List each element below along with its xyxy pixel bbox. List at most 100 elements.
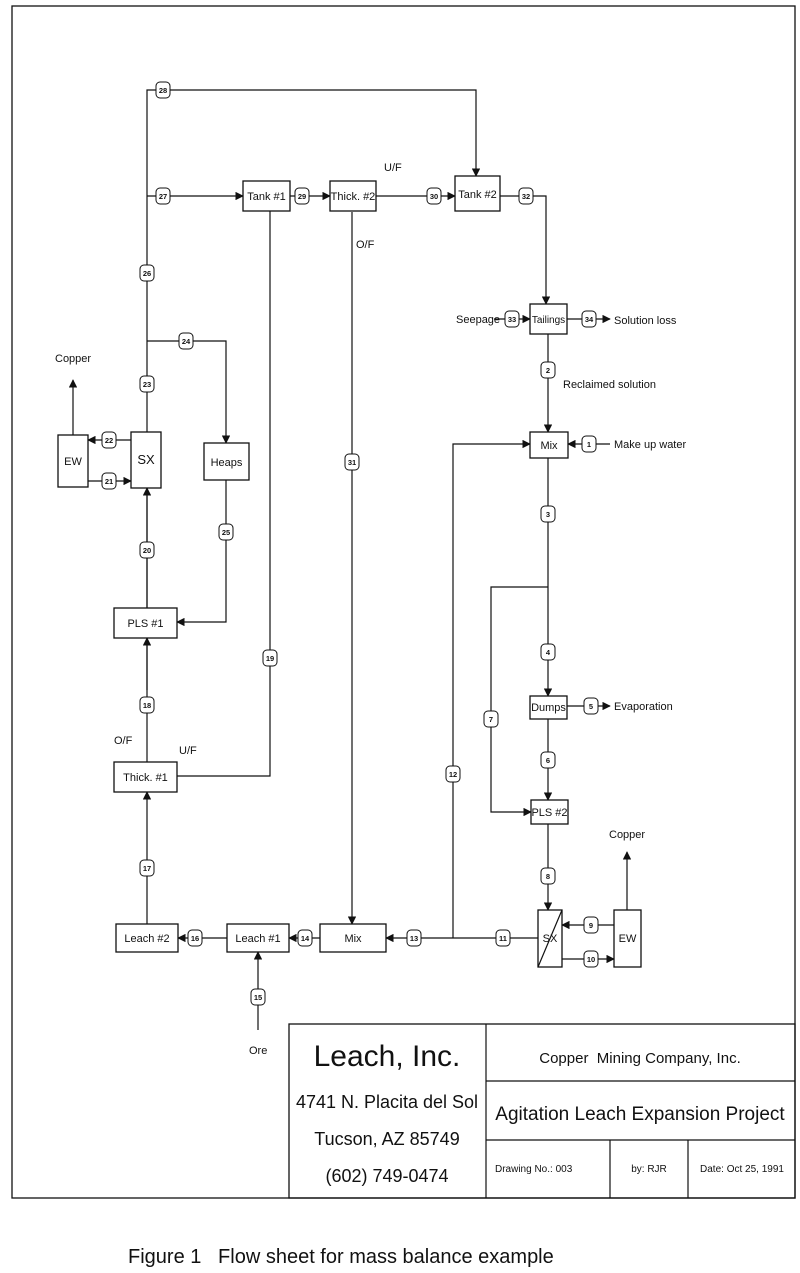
flow-lines	[68, 89, 632, 1030]
svg-text:32: 32	[522, 192, 530, 201]
svg-text:5: 5	[589, 702, 593, 711]
svg-text:26: 26	[143, 269, 151, 278]
unit-leach-2-label: Leach #2	[124, 933, 169, 945]
unit-tailings-label: Tailings	[532, 315, 565, 326]
stream-tag-2: 2	[540, 361, 556, 379]
unit-dumps: Dumps	[529, 695, 568, 720]
title-block-address2: Tucson, AZ 85749	[314, 1129, 459, 1149]
svg-text:34: 34	[585, 315, 594, 324]
svg-text:30: 30	[430, 192, 438, 201]
title-block: Leach, Inc. 4741 N. Placita del Sol Tucs…	[288, 1023, 796, 1199]
unit-pls-1-label: PLS #1	[127, 618, 163, 630]
unit-thick-2: Thick. #2	[329, 180, 377, 212]
svg-text:7: 7	[489, 715, 493, 724]
title-block-address1: 4741 N. Placita del Sol	[296, 1092, 478, 1112]
stream-tag-6: 6	[540, 751, 556, 769]
unit-tailings: Tailings	[529, 303, 568, 335]
label-make-up-water: Make up water	[614, 439, 686, 451]
unit-tank-2: Tank #2	[454, 175, 501, 212]
unit-thick-1-label: Thick. #1	[123, 772, 168, 784]
unit-sx-right: SX	[537, 909, 563, 968]
stream-tag-23: 23	[139, 375, 155, 393]
stream-tag-26: 26	[139, 264, 155, 282]
stream-tag-8: 8	[540, 867, 556, 885]
title-block-company: Leach, Inc.	[314, 1040, 461, 1073]
stream-tag-12: 12	[445, 765, 461, 783]
unit-heaps: Heaps	[203, 442, 250, 481]
stream-tags: 28 27 29 30 32 26 33 34 24 2 23 22 1 31 …	[101, 81, 599, 1006]
unit-dumps-label: Dumps	[531, 702, 566, 714]
stream-25-line	[176, 480, 227, 627]
stream-tag-33: 33	[504, 310, 520, 328]
stream-tag-1: 1	[581, 435, 597, 453]
stream-tag-15: 15	[250, 988, 266, 1006]
svg-text:3: 3	[546, 510, 550, 519]
svg-text:29: 29	[298, 192, 306, 201]
unit-tank-2-label: Tank #2	[458, 189, 497, 201]
unit-leach-2: Leach #2	[115, 923, 179, 953]
unit-sx-left-label: SX	[137, 452, 155, 467]
svg-text:19: 19	[266, 654, 274, 663]
unit-ew-right: EW	[613, 909, 642, 968]
unit-heaps-label: Heaps	[211, 457, 243, 469]
stream-tag-9: 9	[583, 916, 599, 934]
unit-mix-bottom: Mix	[319, 923, 387, 953]
label-solution-loss: Solution loss	[614, 315, 677, 327]
svg-text:31: 31	[348, 458, 356, 467]
stream-28-line	[146, 89, 481, 690]
stream-tag-28: 28	[155, 81, 171, 99]
stream-tag-5: 5	[583, 697, 599, 715]
stream-tag-34: 34	[581, 310, 597, 328]
stream-tag-14: 14	[297, 929, 313, 947]
svg-text:9: 9	[589, 921, 593, 930]
sheet-border	[11, 5, 796, 1199]
svg-text:16: 16	[191, 934, 199, 943]
stream-24-line	[147, 340, 231, 444]
unit-pls-2-label: PLS #2	[531, 807, 567, 819]
stream-tag-31: 31	[344, 453, 360, 471]
stream-19-line	[177, 209, 271, 777]
svg-text:18: 18	[143, 701, 151, 710]
svg-text:20: 20	[143, 546, 151, 555]
stream-tag-11: 11	[495, 929, 511, 947]
stream-32-line	[500, 195, 551, 305]
svg-text:22: 22	[105, 436, 113, 445]
stream-tag-4: 4	[540, 643, 556, 661]
svg-text:25: 25	[222, 528, 230, 537]
title-block-project: Agitation Leach Expansion Project	[495, 1104, 785, 1125]
title-block-by: by: RJR	[631, 1164, 667, 1175]
svg-text:33: 33	[508, 315, 516, 324]
unit-ew-right-label: EW	[619, 933, 637, 945]
svg-text:12: 12	[449, 770, 457, 779]
stream-tag-7: 7	[483, 710, 499, 728]
stream-tag-24: 24	[178, 332, 194, 350]
label-copper-left: Copper	[55, 353, 91, 365]
unit-mix-bottom-label: Mix	[344, 933, 362, 945]
unit-mix-right-label: Mix	[540, 440, 558, 452]
svg-text:10: 10	[587, 955, 595, 964]
title-block-phone: (602) 749-0474	[325, 1166, 448, 1186]
stream-tag-18: 18	[139, 696, 155, 714]
stream-tag-3: 3	[540, 505, 556, 523]
unit-leach-1: Leach #1	[226, 923, 290, 953]
title-block-date: Date: Oct 25, 1991	[700, 1164, 784, 1175]
svg-text:15: 15	[254, 993, 262, 1002]
svg-text:1: 1	[587, 440, 591, 449]
stream-tag-27: 27	[155, 187, 171, 205]
title-block-drawing-no: Drawing No.: 003	[495, 1164, 573, 1175]
label-copper-right: Copper	[609, 829, 645, 841]
label-uf-left: U/F	[179, 745, 197, 757]
svg-text:4: 4	[546, 648, 551, 657]
unit-ew-left-label: EW	[64, 456, 82, 468]
stream-tag-17: 17	[139, 859, 155, 877]
svg-text:23: 23	[143, 380, 151, 389]
stream-tag-22: 22	[101, 431, 117, 449]
unit-sx-left: SX	[130, 431, 162, 489]
label-of-left: O/F	[114, 735, 133, 747]
unit-tank-1-label: Tank #1	[247, 191, 286, 203]
label-seepage: Seepage	[456, 314, 500, 326]
unit-leach-1-label: Leach #1	[235, 933, 280, 945]
title-block-client: Copper Mining Company, Inc.	[539, 1050, 740, 1067]
unit-pls-1: PLS #1	[113, 607, 178, 639]
